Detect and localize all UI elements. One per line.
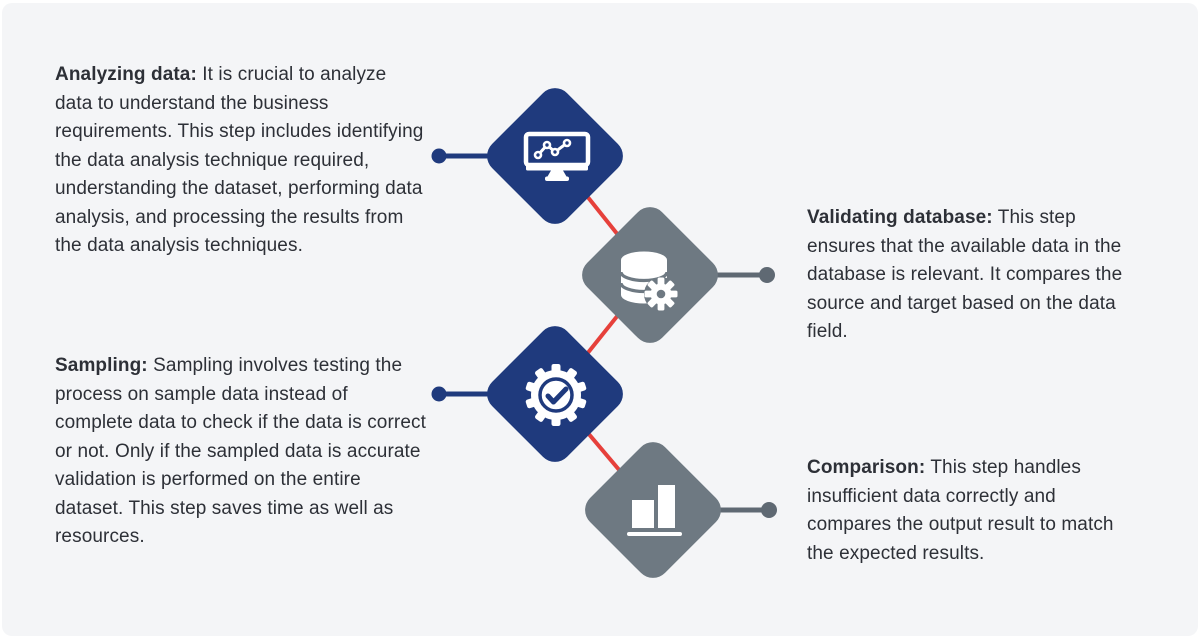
step-body: Sampling involves testing the process on… [55,355,426,547]
flow-diagram [431,88,777,578]
gear-check-icon [525,364,587,426]
bar-chart-icon [627,485,682,536]
monitor-line-chart-icon [523,131,591,181]
step-text-comparison: Comparison: This step handles insufficie… [807,454,1129,568]
step-title: Sampling: [55,355,148,376]
step-body: This step handles insufficient data corr… [807,457,1114,564]
step-text-analyzing-data: Analyzing data: It is crucial to analyze… [55,61,427,261]
step-title: Validating database: [807,207,993,228]
step-title: Comparison: [807,457,926,478]
step-title: Analyzing data: [55,64,197,85]
step-body: It is crucial to analyze data to underst… [55,64,424,256]
step-text-sampling: Sampling: Sampling involves testing the … [55,352,427,552]
step-text-validating-database: Validating database: This step ensures t… [807,204,1129,347]
infographic-canvas: Analyzing data: It is crucial to analyze… [2,3,1198,636]
database-gear-icon [619,251,678,311]
step-body: This step ensures that the available dat… [807,207,1123,342]
